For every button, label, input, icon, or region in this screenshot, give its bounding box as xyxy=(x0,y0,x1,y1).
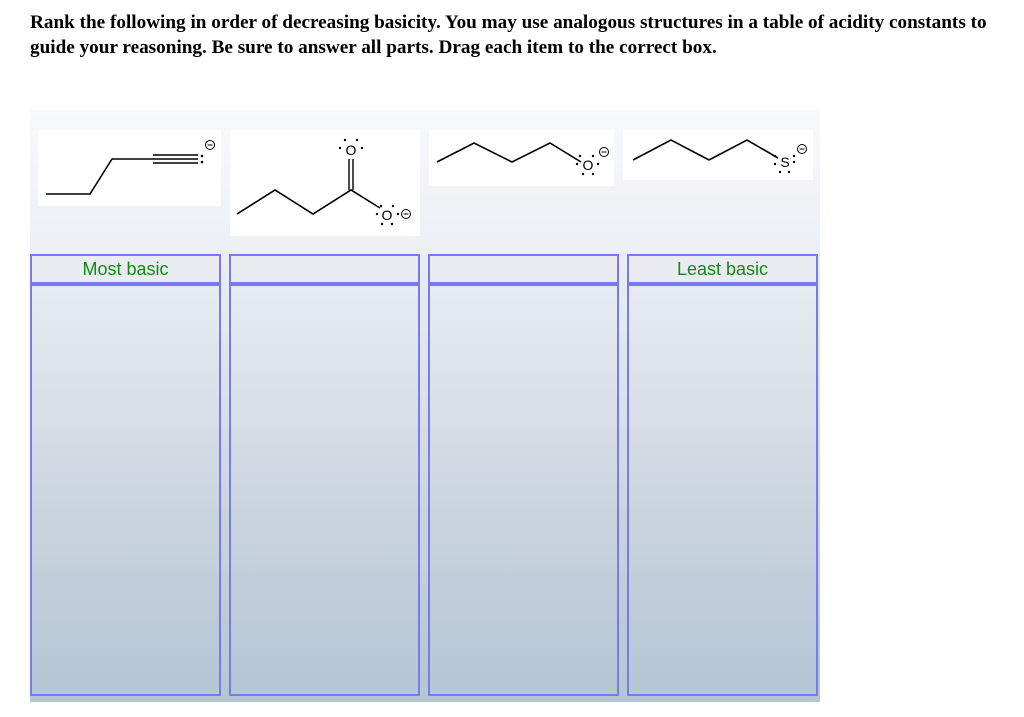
drop-zone-4[interactable] xyxy=(627,284,818,696)
drop-zone-3[interactable] xyxy=(428,284,619,696)
rank-column-3 xyxy=(428,254,619,696)
draggable-item-alkoxide[interactable]: O xyxy=(429,130,614,186)
rank-column-header-most-basic: Most basic xyxy=(30,254,221,284)
draggable-item-alkynide[interactable] xyxy=(38,130,221,206)
draggable-item-carboxylate[interactable]: O O xyxy=(230,130,420,236)
alkoxide-structure-icon: O xyxy=(436,142,609,176)
rank-column-1: Most basic xyxy=(30,254,221,696)
thiolate-sulfur-label: S xyxy=(780,154,789,170)
ranking-workspace: O O O S xyxy=(30,110,820,702)
rank-column-header-2 xyxy=(229,254,420,284)
alkynide-structure-icon xyxy=(46,140,215,195)
anionic-oxygen-label: O xyxy=(382,207,393,223)
rank-column-2 xyxy=(229,254,420,696)
question-prompt: Rank the following in order of decreasin… xyxy=(30,12,987,58)
drop-zone-1[interactable] xyxy=(30,284,221,696)
drop-zone-2[interactable] xyxy=(229,284,420,696)
carbonyl-oxygen-label: O xyxy=(346,142,357,158)
alkoxide-oxygen-label: O xyxy=(583,157,594,173)
draggable-item-thiolate[interactable]: S xyxy=(623,130,813,180)
rank-column-header-least-basic: Least basic xyxy=(627,254,818,284)
carboxylate-structure-icon: O O xyxy=(236,138,411,226)
rank-column-header-3 xyxy=(428,254,619,284)
thiolate-structure-icon: S xyxy=(632,139,807,174)
rank-column-4: Least basic xyxy=(627,254,818,696)
